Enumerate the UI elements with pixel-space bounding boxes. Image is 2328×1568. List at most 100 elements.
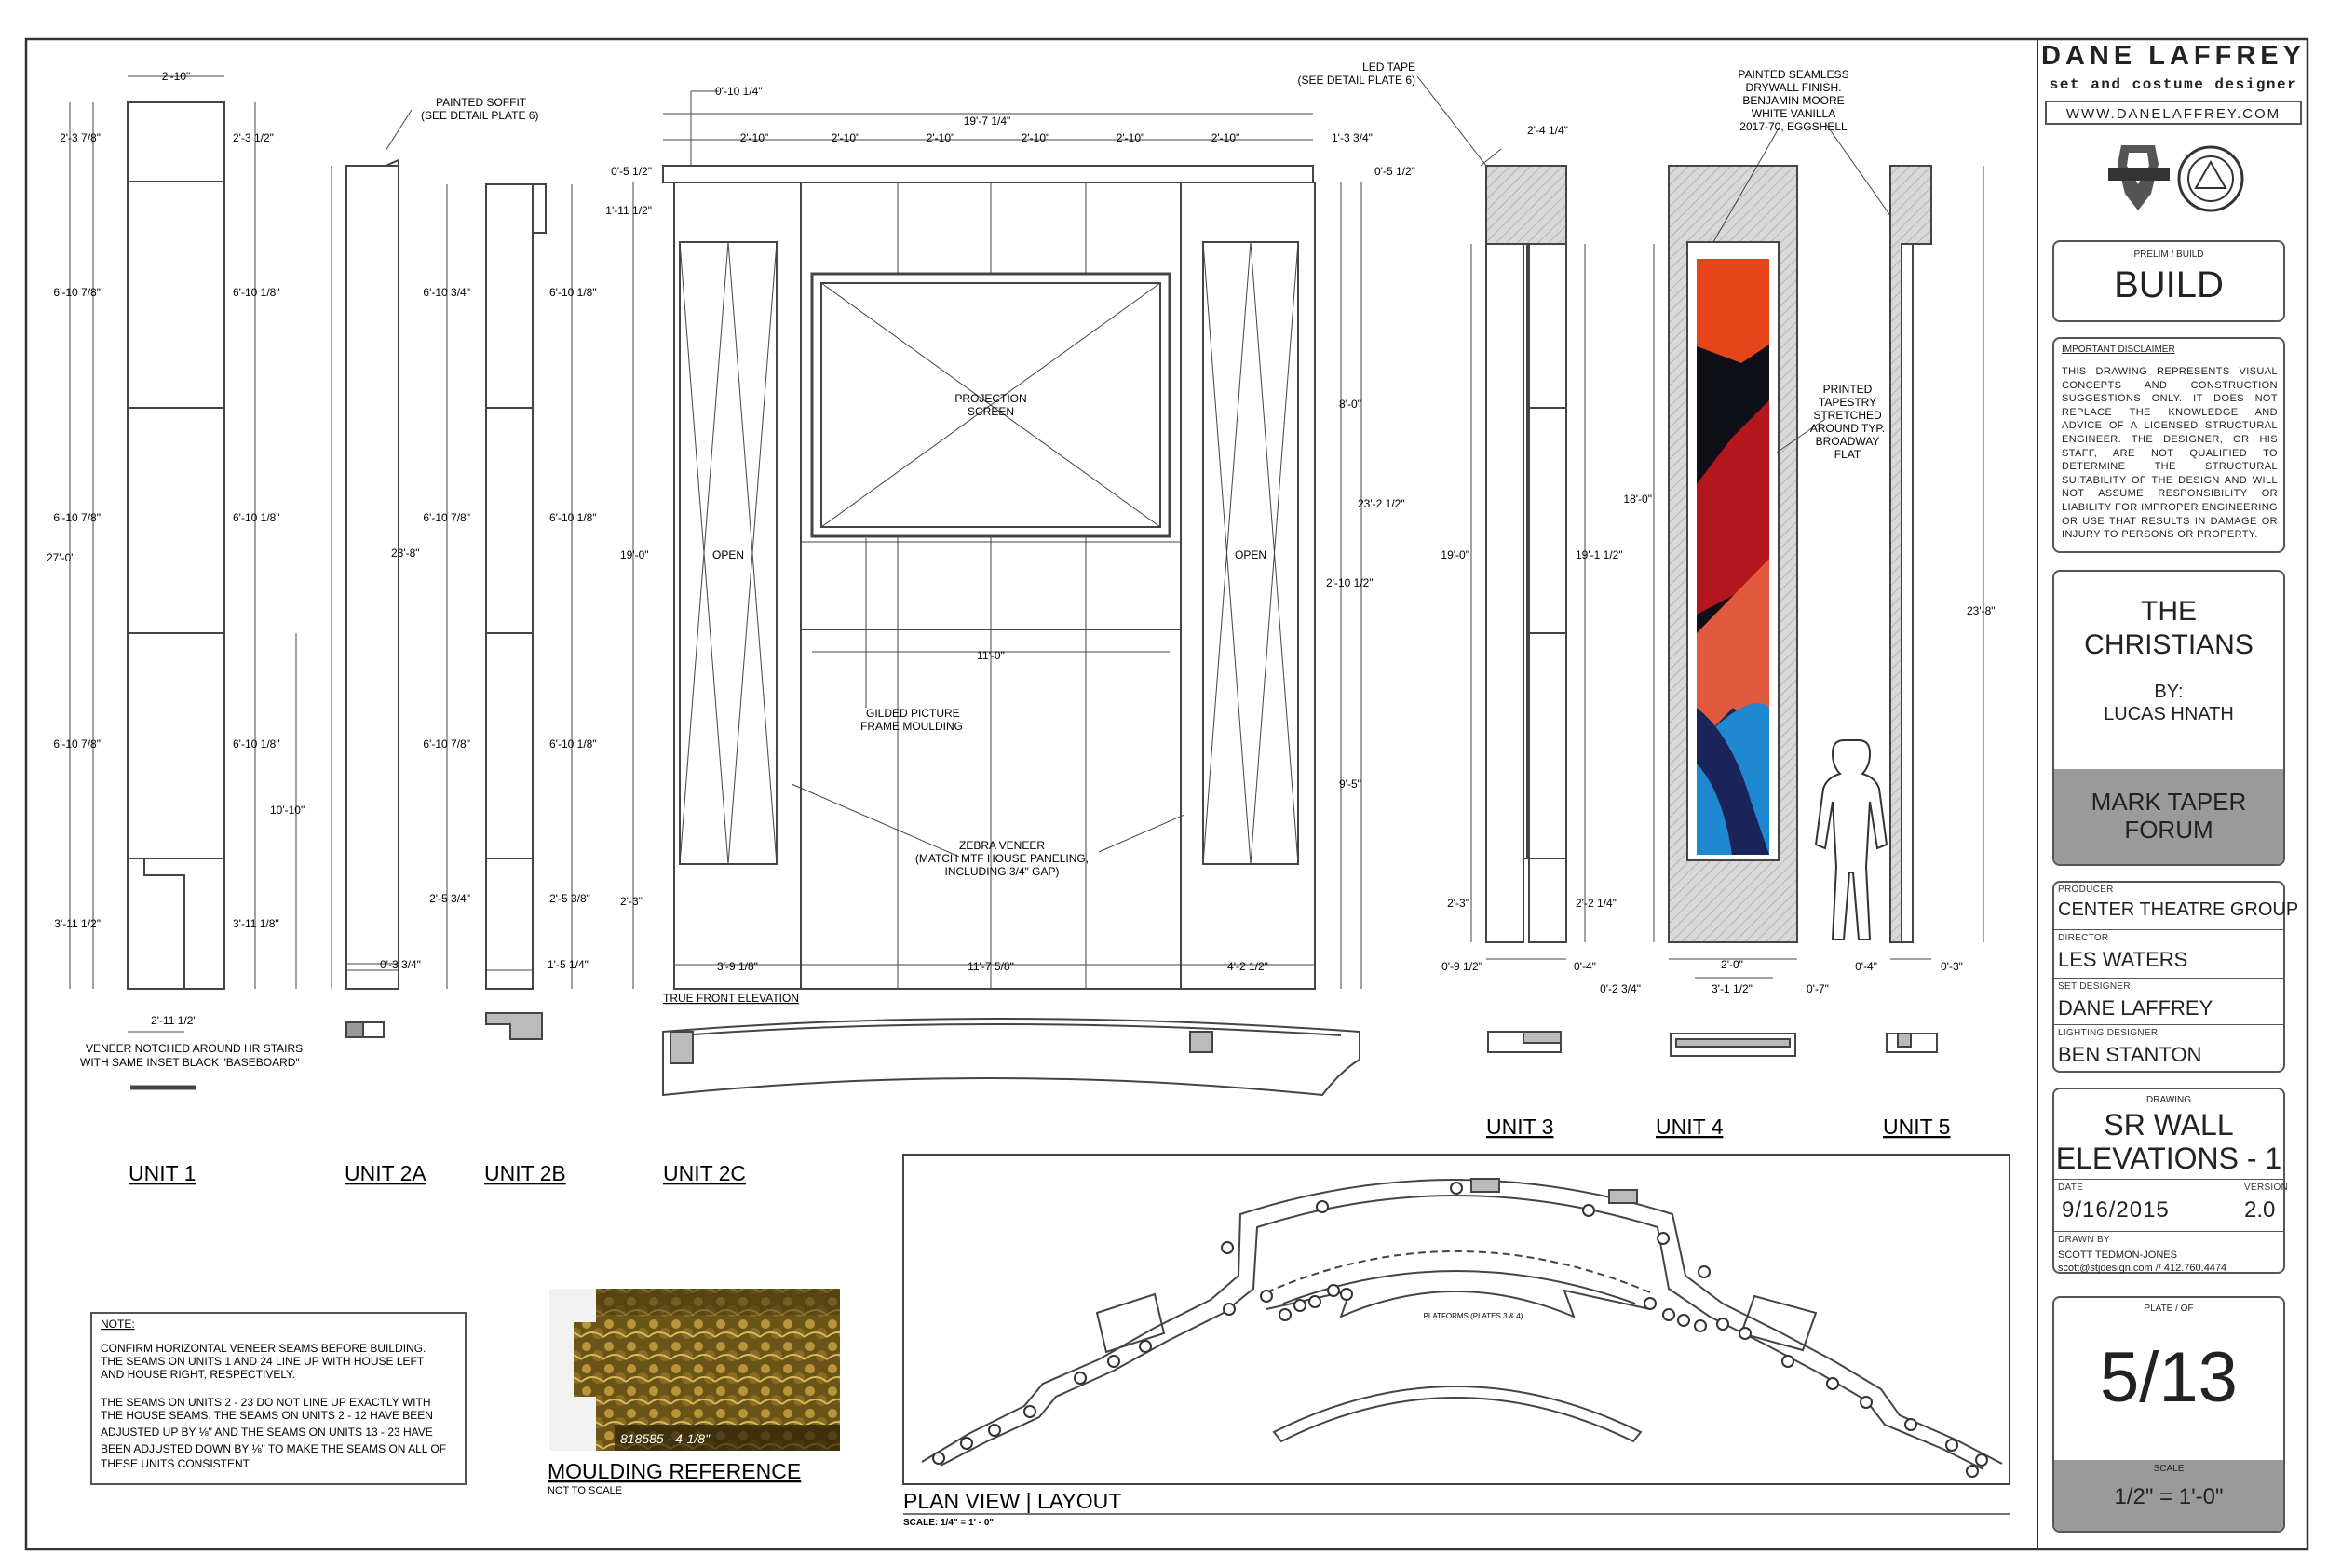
dim-label: 2'-5 3/8" bbox=[549, 892, 590, 905]
plate-value: 5/13 bbox=[2100, 1338, 2238, 1417]
union-seal-icon bbox=[2103, 138, 2248, 222]
dim-label: 0'-10 1/4" bbox=[715, 85, 763, 98]
dim-label: 2'-3 7/8" bbox=[60, 131, 101, 144]
true-front-label: TRUE FRONT ELEVATION bbox=[663, 992, 799, 1005]
printed-tapestry bbox=[1697, 259, 1769, 855]
plan-view-fixtures bbox=[932, 1182, 1988, 1478]
dim-label: 6'-10 7/8" bbox=[423, 511, 470, 524]
dim-label: 2'-5 3/4" bbox=[429, 892, 470, 905]
dim-label: 10'-10" bbox=[270, 804, 305, 817]
dim-label: 23'-8" bbox=[391, 547, 420, 560]
credits-box bbox=[2052, 881, 2285, 1073]
lighting-designer-value: BEN STANTON bbox=[2058, 1043, 2202, 1066]
unit-5-elevation bbox=[1886, 165, 1984, 1053]
annotation: INCLUDING 3/4" GAP) bbox=[945, 865, 1060, 878]
unit-2b-label: UNIT 2B bbox=[484, 1161, 566, 1185]
dim-label: 2'-0" bbox=[1721, 958, 1743, 971]
annotation: (SEE DETAIL PLATE 6) bbox=[1298, 74, 1415, 87]
moulding-subtitle: NOT TO SCALE bbox=[548, 1485, 622, 1496]
drawing-title-line-2: ELEVATIONS - 1 bbox=[2055, 1142, 2282, 1175]
note-line: THE HOUSE SEAMS. THE SEAMS ON UNITS 2 - … bbox=[101, 1409, 433, 1422]
annotation: TAPESTRY bbox=[1819, 396, 1876, 409]
annotation: WHITE VANILLA bbox=[1752, 107, 1835, 120]
human-scale-figure bbox=[1814, 739, 1888, 940]
annotation: OPEN bbox=[1235, 548, 1266, 561]
moulding-photo bbox=[549, 1289, 840, 1451]
dim-label: 0'-5 1/2" bbox=[1374, 165, 1415, 178]
dim-label: 0'-2 3/4" bbox=[1600, 982, 1641, 995]
annotation: PRINTED bbox=[1823, 383, 1873, 396]
dim-label: 1'-11 1/2" bbox=[605, 204, 652, 217]
annotation: AROUND TYP. bbox=[1810, 422, 1885, 435]
annotation: OPEN bbox=[712, 548, 744, 561]
unit-2c-label: UNIT 2C bbox=[663, 1161, 746, 1185]
dim-label: 4'-2 1/2" bbox=[1227, 960, 1268, 973]
dim-label: 3'-11 1/2" bbox=[54, 917, 101, 930]
dim-label: 2'-10" bbox=[162, 70, 191, 83]
dim-label: 6'-10 1/8" bbox=[549, 737, 597, 750]
annotation: GILDED PICTURE bbox=[866, 707, 960, 720]
dim-label: 3'-11 1/8" bbox=[233, 917, 279, 930]
plan-view-frame bbox=[902, 1154, 2010, 1485]
note-line: AND HOUSE RIGHT, RESPECTIVELY. bbox=[101, 1368, 295, 1381]
designer-subtitle: set and costume designer bbox=[2049, 76, 2298, 93]
unit-3-label: UNIT 3 bbox=[1486, 1115, 1553, 1139]
producer-value: CENTER THEATRE GROUP bbox=[2058, 899, 2299, 920]
dim-label: 0'-4" bbox=[1855, 960, 1877, 973]
unit-2a-label: UNIT 2A bbox=[345, 1161, 426, 1185]
plate-label: PLATE / OF bbox=[2144, 1304, 2194, 1314]
stage-value: BUILD bbox=[2114, 264, 2224, 305]
dim-label: 11'-7 5/8" bbox=[968, 960, 1014, 973]
dim-label: 27'-0" bbox=[47, 551, 75, 564]
designer-website[interactable]: WWW.DANELAFFREY.COM bbox=[2045, 101, 2302, 125]
date-value: 9/16/2015 bbox=[2062, 1197, 2170, 1223]
dim-label: 6'-10 7/8" bbox=[423, 737, 470, 750]
show-title-line-2: CHRISTIANS bbox=[2084, 629, 2254, 660]
note-line: ADJUSTED UP BY ⅛" AND THE SEAMS ON UNITS… bbox=[101, 1426, 433, 1439]
dim-label: 8'-0" bbox=[1339, 398, 1361, 411]
plate-box bbox=[2052, 1296, 2285, 1533]
dim-label: 6'-10 1/8" bbox=[233, 511, 280, 524]
drawn-by-value: SCOTT TEDMON-JONES bbox=[2058, 1250, 2177, 1261]
dim-label: 0'-5 1/2" bbox=[611, 165, 652, 178]
drawing-box bbox=[2052, 1088, 2285, 1274]
dim-label: 6'-10 1/8" bbox=[233, 737, 280, 750]
unit-2c-plan bbox=[662, 1018, 1360, 1097]
disclaimer-box bbox=[2052, 337, 2285, 553]
unit-1-elevation bbox=[69, 75, 297, 1090]
dim-label: 2'-3" bbox=[1447, 897, 1469, 910]
annotation: PAINTED SOFFIT bbox=[436, 96, 527, 109]
dim-label: 2'-10" bbox=[1211, 131, 1240, 144]
annotation: VENEER NOTCHED AROUND HR STAIRS bbox=[86, 1042, 303, 1055]
dim-label: 2'-10" bbox=[1022, 131, 1050, 144]
annotation: ZEBRA VENEER bbox=[959, 839, 1045, 852]
dim-label: 3'-1 1/2" bbox=[1712, 982, 1753, 995]
annotation: LED TAPE bbox=[1362, 61, 1415, 74]
dim-label: 2'-10" bbox=[1117, 131, 1145, 144]
drawing-title-line-1: SR WALL bbox=[2104, 1108, 2234, 1142]
dim-label: 2'-10" bbox=[740, 131, 769, 144]
dim-label: 0'-7" bbox=[1807, 982, 1829, 995]
director-value: LES WATERS bbox=[2058, 948, 2188, 971]
dim-label: 6'-10 3/4" bbox=[423, 286, 470, 299]
dim-label: 19'-1 1/2" bbox=[1576, 548, 1623, 561]
dim-label: 6'-10 1/8" bbox=[549, 511, 597, 524]
stage-box bbox=[2052, 240, 2285, 322]
note-box bbox=[90, 1312, 467, 1485]
dim-label: 6'-10 7/8" bbox=[53, 737, 101, 750]
plan-view-title: PLAN VIEW | LAYOUT bbox=[903, 1489, 1121, 1513]
dim-label: 2'-11 1/2" bbox=[151, 1014, 197, 1027]
moulding-title: MOULDING REFERENCE bbox=[548, 1459, 801, 1483]
lighting-designer-label: LIGHTING DESIGNER bbox=[2058, 1028, 2159, 1038]
dim-label: 2'-4 1/4" bbox=[1527, 124, 1568, 137]
note-line: THE SEAMS ON UNITS 2 - 23 DO NOT LINE UP… bbox=[101, 1396, 431, 1409]
annotation: (MATCH MTF HOUSE PANELING, bbox=[915, 852, 1089, 865]
note-line: THE SEAMS ON UNITS 1 AND 24 LINE UP WITH… bbox=[101, 1355, 425, 1368]
dim-label: 2'-2 1/4" bbox=[1576, 897, 1617, 910]
annotation: FRAME MOULDING bbox=[860, 720, 963, 733]
dim-label: 2'-10" bbox=[832, 131, 860, 144]
dim-label: 19'-7 1/4" bbox=[964, 115, 1011, 128]
dim-label: 18'-0" bbox=[1623, 493, 1652, 506]
annotation: PROJECTION bbox=[954, 392, 1026, 405]
note-title: NOTE: bbox=[101, 1318, 135, 1331]
